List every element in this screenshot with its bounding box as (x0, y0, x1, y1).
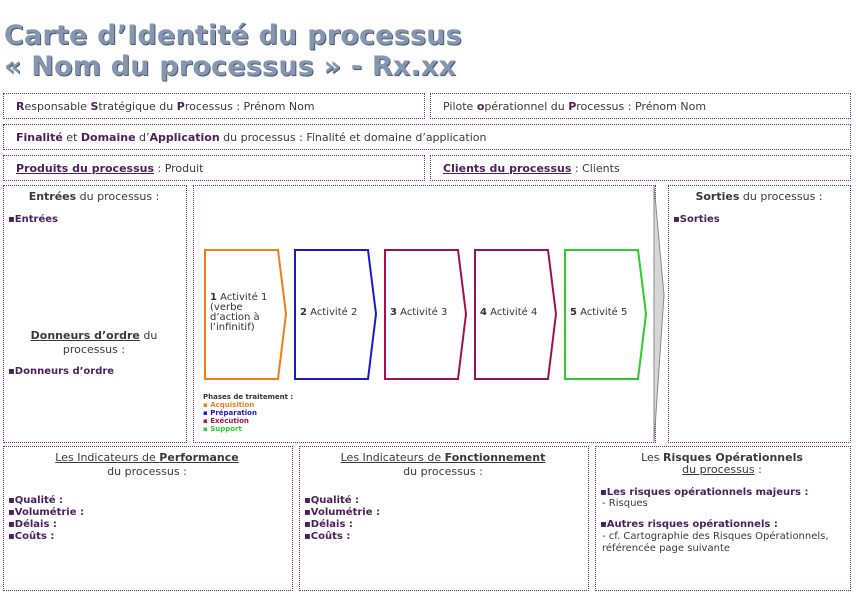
fonct-item-delais: Délais : (304, 519, 380, 531)
perf-list: Qualité : Volumétrie : Délais : Coûts : (8, 495, 84, 543)
legend-item: ▪ Exécution (203, 417, 249, 425)
perf-title-2: du processus : (107, 465, 187, 478)
legend-item: ▪ Acquisition (203, 401, 255, 409)
finalite-box: Finalité et Domaine d’Application du pro… (3, 124, 851, 150)
activity-5: 5 Activité 5 (564, 249, 648, 380)
sorties-list: Sorties (673, 214, 720, 225)
risques-title: Les Risques Opérationnels (641, 451, 803, 464)
risques-majeurs: Les risques opérationnels majeurs : (600, 487, 809, 498)
sorties-box: Sorties du processus : Sorties (668, 185, 851, 443)
entrees-list: Entrées (8, 214, 58, 225)
pilote-text: Pilote opérationnel du Processus : Préno… (443, 100, 707, 113)
risques-autres-value-1: - cf. Cartographie des Risques Opération… (602, 531, 829, 542)
perf-item-couts: Coûts : (8, 531, 84, 543)
sorties-title: Sorties du processus : (695, 190, 823, 203)
pilote-box: Pilote opérationnel du Processus : Préno… (430, 93, 851, 119)
legend-items: ▪ Acquisition▪ Préparation▪ Exécution▪ S… (203, 401, 293, 433)
page-title: Carte d’Identité du processus « Nom du p… (4, 20, 462, 82)
produits-value: Produit (164, 162, 204, 175)
legend-item: ▪ Support (203, 425, 242, 433)
legend-title: Phases de traitement : (203, 393, 294, 401)
risques-majeurs-value: - Risques (602, 498, 648, 509)
activity-chevron (474, 249, 558, 380)
risques-autres: Autres risques opérationnels : (600, 519, 778, 530)
finalite-text: Finalité et Domaine d’Application du pro… (16, 131, 487, 144)
risques-box: Les Risques Opérationnels du processus :… (595, 446, 851, 591)
responsable-text: Responsable Stratégique du Processus : P… (16, 100, 315, 113)
produits-text: Produits du processus : Produit (16, 162, 204, 175)
risques-majeurs-label: Les risques opérationnels majeurs : (600, 487, 809, 498)
indicateurs-performance-box: Les Indicateurs de Performance du proces… (3, 446, 293, 591)
legend-item: ▪ Préparation (203, 409, 257, 417)
title-line-1: Carte d’Identité du processus (4, 20, 462, 51)
fonct-item-couts: Coûts : (304, 531, 380, 543)
fonct-item-qualite: Qualité : (304, 495, 380, 507)
donneurs-title: Donneurs d’ordre du (30, 329, 158, 342)
sorties-item: Sorties (673, 214, 720, 225)
fonct-title-2: du processus : (403, 465, 483, 478)
activity-3: 3 Activité 3 (384, 249, 468, 380)
title-line-2: « Nom du processus » - Rx.xx (4, 51, 457, 82)
fonct-item-volumetrie: Volumétrie : (304, 507, 380, 519)
activity-label: 4 Activité 4 (480, 307, 538, 318)
produits-box: Produits du processus : Produit (3, 155, 425, 181)
entrees-title: Entrées du processus : (28, 190, 160, 203)
risques-autres-label: Autres risques opérationnels : (600, 519, 778, 530)
entrees-box: Entrées du processus : Entrées Donneurs … (3, 185, 187, 443)
risques-title-2: du processus : (682, 463, 762, 476)
finalite-value: Finalité et domaine d’application (306, 131, 487, 144)
activity-label: 3 Activité 3 (390, 307, 448, 318)
donneurs-list: Donneurs d’ordre (8, 366, 114, 377)
process-arrow-shape (653, 185, 665, 443)
perf-item-qualite: Qualité : (8, 495, 84, 507)
risques-autres-value-2: référencée page suivante (602, 543, 731, 554)
pilote-value: Prénom Nom (634, 100, 707, 113)
fonct-list: Qualité : Volumétrie : Délais : Coûts : (304, 495, 380, 543)
responsable-box: Responsable Stratégique du Processus : P… (3, 93, 425, 119)
activity-2: 2 Activité 2 (294, 249, 378, 380)
phases-legend: Phases de traitement : ▪ Acquisition▪ Pr… (203, 393, 293, 433)
perf-item-delais: Délais : (8, 519, 84, 531)
perf-item-volumetrie: Volumétrie : (8, 507, 84, 519)
activity-chevron (294, 249, 378, 380)
perf-title: Les Indicateurs de Performance (55, 451, 239, 464)
activity-chevron (384, 249, 468, 380)
activity-4: 4 Activité 4 (474, 249, 558, 380)
entrees-item: Entrées (8, 214, 58, 225)
donneurs-item: Donneurs d’ordre (8, 366, 114, 377)
activity-chevron (564, 249, 648, 380)
donneurs-title-2: processus : (62, 343, 126, 356)
indicateurs-fonctionnement-box: Les Indicateurs de Fonctionnement du pro… (299, 446, 589, 591)
clients-value: Clients (582, 162, 620, 175)
fonct-title: Les Indicateurs de Fonctionnement (340, 451, 546, 464)
activity-label: 2 Activité 2 (300, 307, 358, 318)
clients-text: Clients du processus : Clients (443, 162, 620, 175)
responsable-value: Prénom Nom (243, 100, 315, 113)
activity-chevron (204, 249, 288, 380)
activity-label: 5 Activité 5 (570, 307, 628, 318)
clients-box: Clients du processus : Clients (430, 155, 851, 181)
